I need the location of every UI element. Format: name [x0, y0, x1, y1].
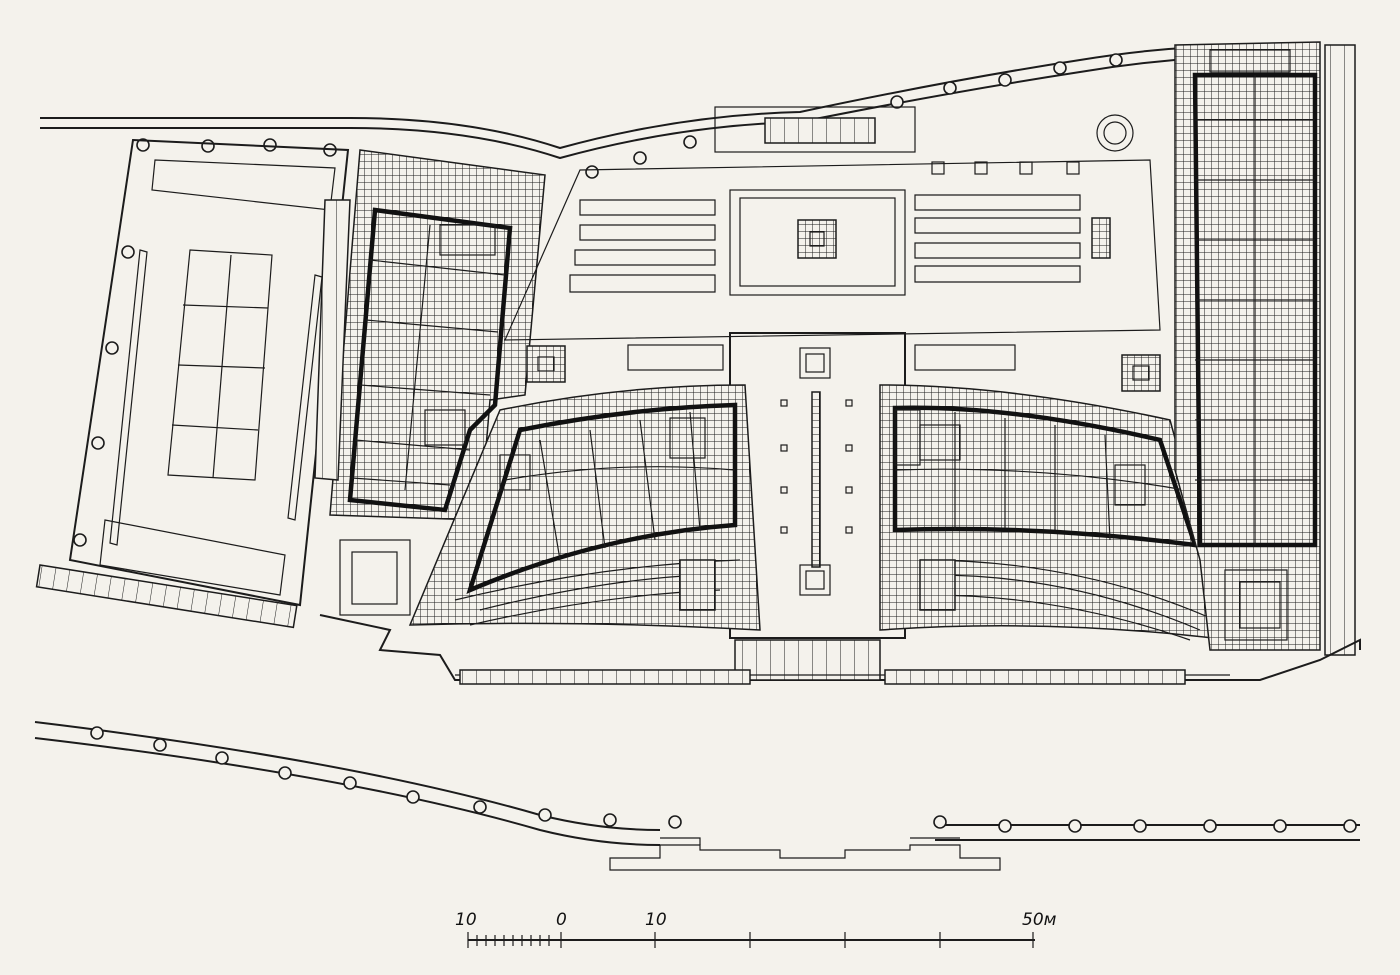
left-building: [314, 149, 546, 521]
scale-label-50m: 50м: [1022, 910, 1057, 930]
scale-label-left-10: 10: [455, 910, 477, 930]
scale-label-10: 10: [645, 910, 667, 930]
right-building: [1174, 41, 1356, 656]
left-curved-wing: [408, 384, 761, 631]
lower-road: [34, 721, 1360, 871]
lower-terrace: [319, 539, 1361, 685]
scale-label-zero: 0: [556, 910, 567, 930]
scale-bar: 10 0 10 50м: [455, 910, 1057, 948]
sports-ground: [35, 138, 350, 629]
upper-road: [40, 46, 1201, 160]
right-curved-wing: [879, 384, 1232, 641]
central-garden: [504, 106, 1161, 392]
